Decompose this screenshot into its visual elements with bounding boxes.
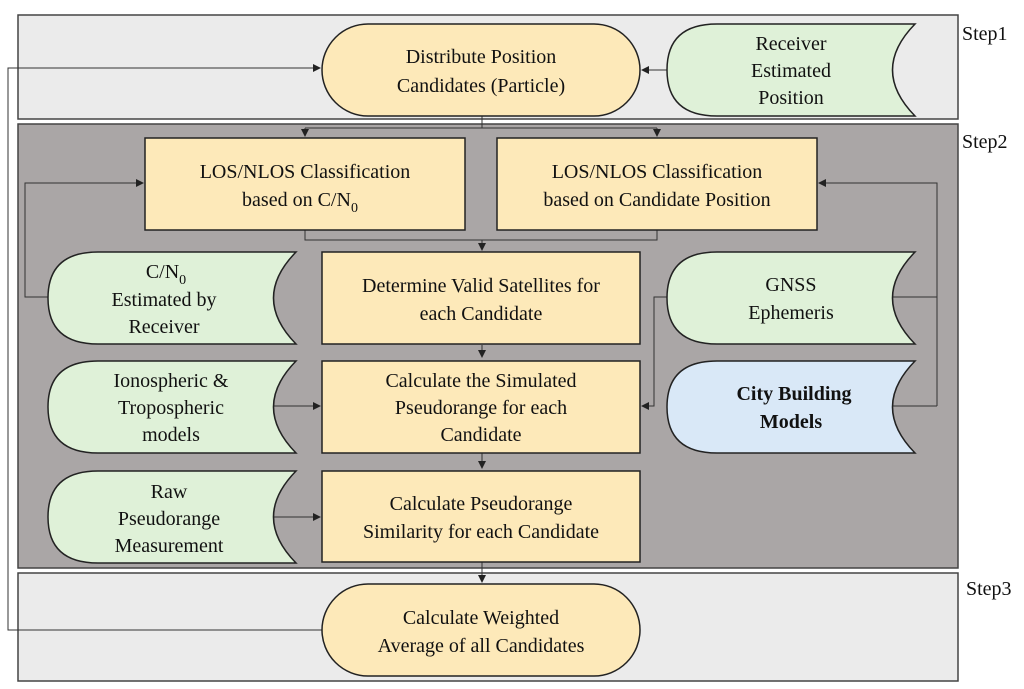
simulated-line1: Calculate the Simulated (385, 370, 576, 392)
node-weighted-average (321, 583, 641, 677)
svg-text:Position: Position (758, 87, 824, 109)
receiver-line1: Receiver (755, 33, 826, 55)
svg-text:Measurement: Measurement (115, 535, 224, 557)
node-distribute (321, 23, 641, 117)
similarity-line2: Similarity for each Candidate (363, 521, 599, 543)
similarity-line1: Calculate Pseudorange (390, 493, 573, 515)
svg-text:City Building: City Building (736, 383, 851, 405)
raw-line1: Raw (151, 481, 188, 503)
svg-text:Ionospheric &: Ionospheric & (114, 370, 229, 392)
svg-text:Average of all Candidates: Average of all Candidates (378, 635, 585, 657)
connector-los-merge (304, 230, 658, 250)
distribute-line1: Distribute Position (406, 46, 557, 68)
node-determine-valid (321, 251, 641, 345)
los-cn0-line2: based on C/N (242, 189, 351, 211)
node-iono-tropo (47, 360, 298, 454)
node-los-candidate (496, 137, 818, 231)
node-los-cn0 (144, 137, 466, 231)
svg-text:LOS/NLOS Classification: LOS/NLOS Classification (200, 161, 411, 183)
svg-text:Similarity for each Candidate: Similarity for each Candidate (363, 521, 599, 543)
city-line1: City Building (736, 383, 851, 405)
svg-text:Candidates (Particle): Candidates (Particle) (397, 75, 565, 97)
node-simulated-pseudorange (321, 360, 641, 454)
step3-label: Step3 (966, 578, 1012, 600)
gnss-line2: Ephemeris (748, 302, 834, 324)
gnss-line1: GNSS (765, 274, 816, 296)
los-candidate-line1: LOS/NLOS Classification (552, 161, 763, 183)
svg-text:Candidate: Candidate (440, 424, 521, 446)
svg-text:Tropospheric: Tropospheric (118, 397, 224, 419)
svg-text:Receiver: Receiver (755, 33, 826, 55)
svg-text:GNSS: GNSS (765, 274, 816, 296)
raw-line2: Pseudorange (118, 508, 220, 530)
iono-line2: Tropospheric (118, 397, 224, 419)
svg-text:Ephemeris: Ephemeris (748, 302, 834, 324)
svg-text:Determine Valid Satellites for: Determine Valid Satellites for (362, 275, 600, 297)
node-gnss-ephemeris (666, 251, 917, 345)
svg-text:Calculate Pseudorange: Calculate Pseudorange (390, 493, 573, 515)
distribute-line2: Candidates (Particle) (397, 75, 565, 97)
los-cn0-subscript: 0 (351, 201, 358, 216)
connector-feedback-loop (7, 64, 322, 631)
determine-line2: each Candidate (420, 303, 543, 325)
connector-distribute-split (305, 116, 657, 129)
step1-label: Step1 (962, 23, 1008, 45)
svg-text:Estimated: Estimated (751, 60, 831, 82)
svg-text:based on Candidate Position: based on Candidate Position (543, 189, 770, 211)
weighted-line1: Calculate Weighted (403, 607, 559, 629)
connector-gnss-to-simulated (641, 296, 667, 410)
svg-text:Models: Models (760, 411, 822, 433)
svg-text:C/N0: C/N0 (146, 261, 186, 288)
city-line2: Models (760, 411, 822, 433)
node-similarity (321, 470, 641, 563)
svg-text:Distribute Position: Distribute Position (406, 46, 557, 68)
receiver-line2: Estimated (751, 60, 831, 82)
svg-text:Calculate the Simulated: Calculate the Simulated (385, 370, 576, 392)
weighted-line2: Average of all Candidates (378, 635, 585, 657)
node-city-models (666, 360, 917, 454)
svg-text:models: models (142, 424, 200, 446)
simulated-line2: Pseudorange for each (395, 397, 567, 419)
svg-text:Pseudorange for each: Pseudorange for each (395, 397, 567, 419)
svg-text:Raw: Raw (151, 481, 188, 503)
iono-line1: Ionospheric & (114, 370, 229, 392)
cn0-estimated-line3: Receiver (128, 316, 199, 338)
node-cn0-estimated (47, 251, 298, 345)
svg-text:Estimated by: Estimated by (112, 289, 217, 311)
svg-text:Pseudorange: Pseudorange (118, 508, 220, 530)
connector-cn0-to-los (24, 179, 144, 298)
svg-text:Receiver: Receiver (128, 316, 199, 338)
raw-line3: Measurement (115, 535, 224, 557)
receiver-line3: Position (758, 87, 824, 109)
determine-line1: Determine Valid Satellites for (362, 275, 600, 297)
cn0-estimated-line2: Estimated by (112, 289, 217, 311)
svg-text:LOS/NLOS Classification: LOS/NLOS Classification (552, 161, 763, 183)
los-candidate-line2: based on Candidate Position (543, 189, 770, 211)
simulated-line3: Candidate (440, 424, 521, 446)
svg-text:each Candidate: each Candidate (420, 303, 543, 325)
node-raw-pseudorange (47, 470, 298, 564)
los-cn0-line1: LOS/NLOS Classification (200, 161, 411, 183)
svg-text:Calculate Weighted: Calculate Weighted (403, 607, 559, 629)
cn0-estimated-line1: C/N (146, 261, 179, 283)
node-receiver-estimated (666, 23, 917, 117)
iono-line3: models (142, 424, 200, 446)
svg-text:based on C/N0: based on C/N0 (242, 189, 358, 216)
cn0-estimated-subscript: 0 (179, 273, 186, 288)
step2-label: Step2 (962, 131, 1008, 153)
